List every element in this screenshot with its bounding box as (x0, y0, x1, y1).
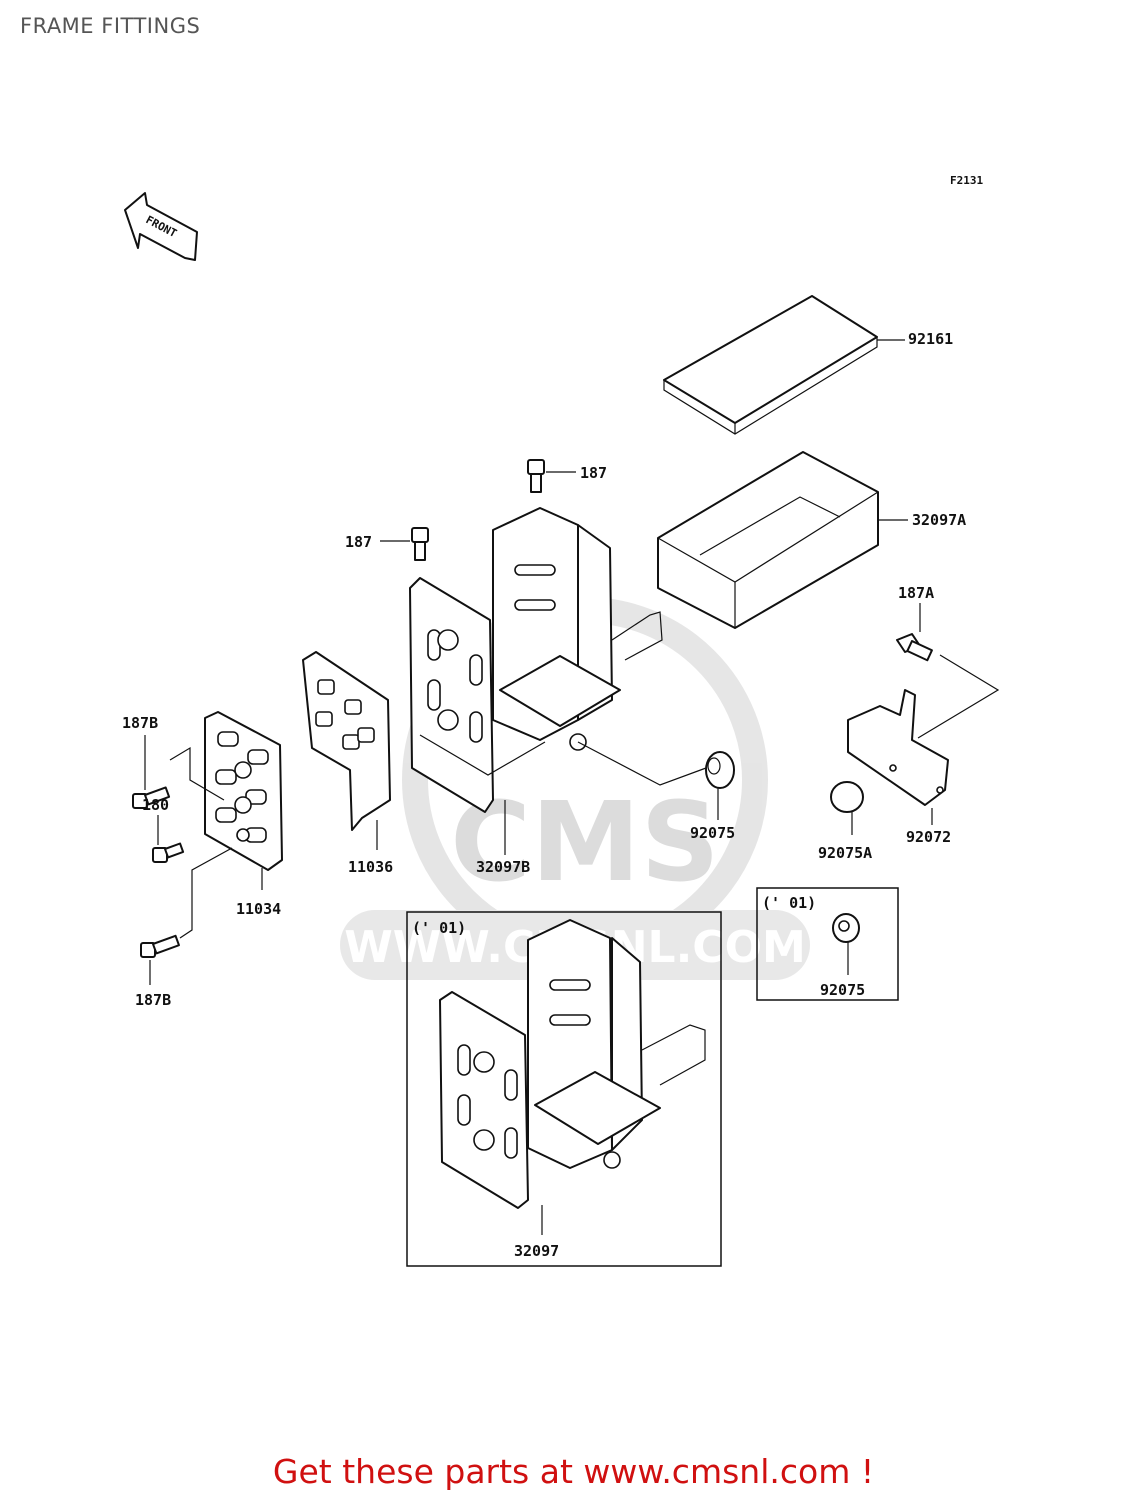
bolt-187-left-icon (380, 527, 429, 561)
bolt-187-top-icon (527, 459, 576, 493)
bolt-180-icon (152, 815, 185, 863)
variant-box-right-label: (' 01) (762, 894, 816, 912)
parts-diagram: CMS WWW.CMSNL.COM F2131 FRONT 92161 3209… (122, 174, 1000, 1267)
part-92161-pad (663, 295, 905, 435)
label-32097A: 32097A (912, 511, 966, 529)
label-187B-bottom: 187B (135, 991, 171, 1009)
cta-link[interactable]: Get these parts at www.cmsnl.com ! (272, 1452, 875, 1491)
variant-box-left (406, 911, 722, 1267)
label-187-left: 187 (345, 533, 372, 551)
watermark-logo: CMS (450, 778, 719, 906)
bolt-187A-icon (896, 603, 1000, 739)
label-92075A: 92075A (818, 844, 872, 862)
bolt-187B-bottom-icon (140, 847, 233, 985)
label-92075: 92075 (690, 824, 735, 842)
part-32097B-bracket (409, 507, 663, 855)
label-32097B: 32097B (476, 858, 530, 876)
variant-box-right (756, 887, 899, 1001)
part-92072-stay (847, 689, 949, 825)
label-92072: 92072 (906, 828, 951, 846)
page-title: FRAME FITTINGS (20, 14, 201, 38)
part-32097A-tray (657, 451, 908, 629)
label-11036: 11036 (348, 858, 393, 876)
front-arrow-icon: FRONT (124, 192, 198, 261)
part-11036-plate (302, 651, 391, 850)
bolt-187B-top-icon (132, 735, 225, 809)
figure-code: F2131 (950, 174, 983, 187)
label-92161: 92161 (908, 330, 953, 348)
label-180: 180 (142, 796, 169, 814)
label-187B-top: 187B (122, 714, 158, 732)
part-92075A-cap (830, 781, 864, 835)
variant-box-left-label: (' 01) (412, 919, 466, 937)
label-187-top: 187 (580, 464, 607, 482)
label-11034: 11034 (236, 900, 281, 918)
label-32097: 32097 (514, 1242, 559, 1260)
part-11034-plate (204, 711, 283, 890)
label-187A: 187A (898, 584, 934, 602)
part-92075-grommet (577, 741, 735, 820)
label-92075-box: 92075 (820, 981, 865, 999)
